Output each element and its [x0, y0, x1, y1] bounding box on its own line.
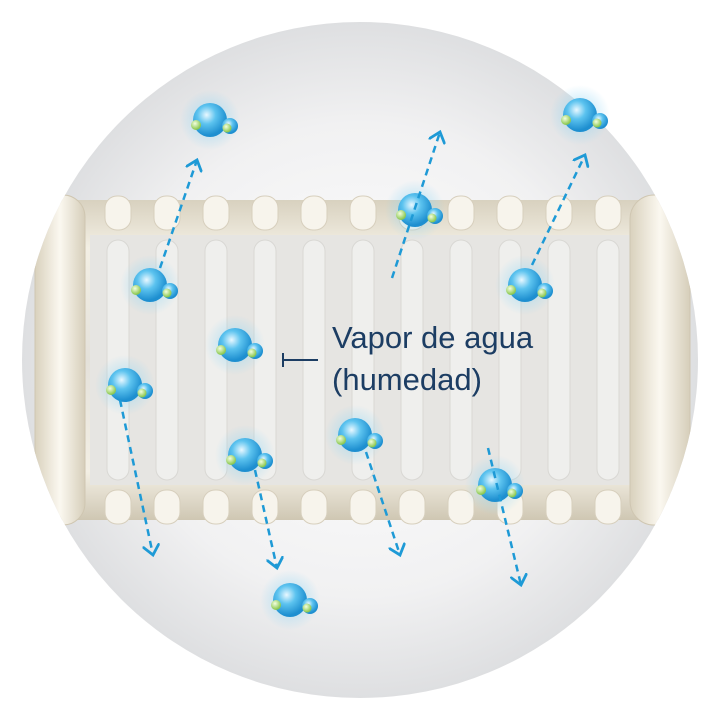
water-molecule-icon: [120, 255, 180, 315]
dashed-arrow-icon: [390, 132, 440, 279]
water-molecule-icon: [260, 570, 320, 630]
dashed-arrow-icon: [118, 399, 153, 555]
water-molecule-icon: [180, 90, 240, 150]
water-molecule-icon: [205, 315, 265, 375]
water-molecule-icon: [215, 425, 275, 485]
dashed-arrow-icon: [364, 451, 400, 555]
label-line-2: (humedad): [332, 362, 482, 397]
label-line-1: Vapor de agua: [332, 320, 534, 355]
dashed-arrow-icon: [253, 469, 277, 568]
dashed-arrow-icon: [530, 155, 585, 266]
water-molecule-icon: [465, 455, 525, 515]
water-molecule-icon: [385, 180, 445, 240]
water-molecule-icon: [95, 355, 155, 415]
water-molecule-icon: [495, 255, 555, 315]
water-molecule-icon: [550, 85, 610, 145]
water-molecule-icon: [325, 405, 385, 465]
